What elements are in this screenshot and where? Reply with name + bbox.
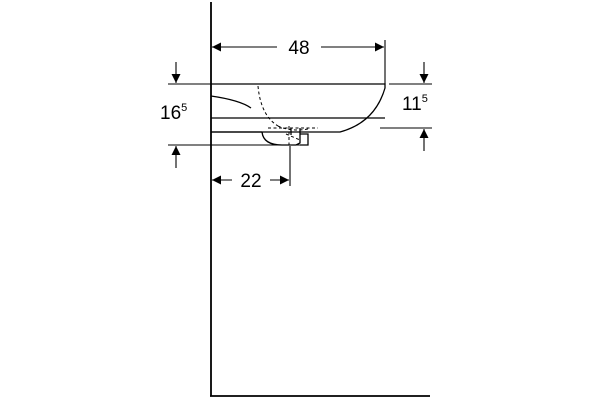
wall-offset-dimension — [212, 146, 291, 186]
total-height-value: 165 — [160, 102, 187, 124]
width-value: 48 — [288, 38, 309, 59]
basin-depth-dimension — [380, 62, 432, 151]
width-dimension — [212, 40, 386, 84]
washbasin-profile — [210, 83, 386, 146]
basin-depth-value: 115 — [402, 93, 428, 115]
basin-depth-base: 11 — [402, 94, 422, 115]
total-height-base: 16 — [160, 103, 181, 124]
total-height-dimension — [168, 62, 300, 168]
basin-depth-sup: 5 — [422, 93, 428, 105]
basin-hidden-lines — [257, 85, 318, 146]
total-height-sup: 5 — [181, 102, 187, 114]
wall-offset-value: 22 — [240, 171, 261, 192]
